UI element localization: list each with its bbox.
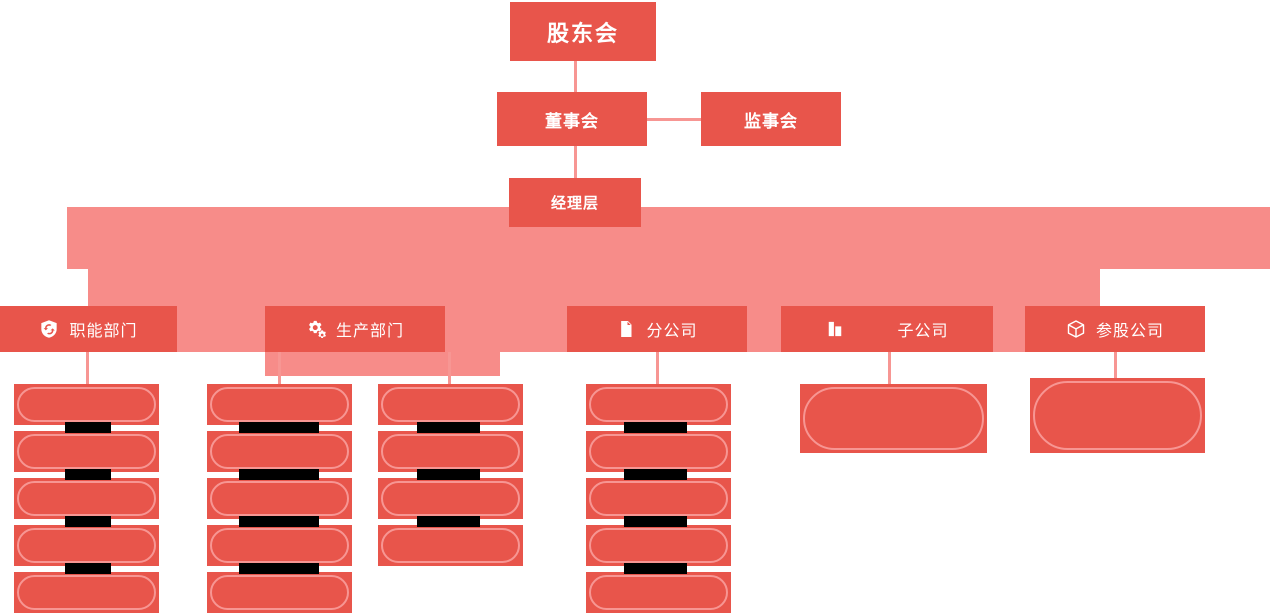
connector-dept-functional-down xyxy=(86,352,89,384)
pill-border xyxy=(210,387,349,422)
connector-dept-branch-down xyxy=(656,352,659,384)
connector-dept-unlabeled-down xyxy=(448,352,451,384)
leaf-pill[interactable] xyxy=(14,525,159,566)
redaction-bar xyxy=(239,422,319,433)
leaf-pill[interactable] xyxy=(1030,378,1205,453)
pill-border xyxy=(589,434,728,469)
dept-subsidiary-company[interactable]: 子公司 xyxy=(781,306,993,352)
dept-affiliated-company-label: 参股公司 xyxy=(1095,321,1164,340)
pill-border xyxy=(381,434,520,469)
pill-border xyxy=(17,481,156,516)
leaf-pill[interactable] xyxy=(207,478,352,519)
redaction-bar xyxy=(624,563,687,574)
redaction-bar xyxy=(624,469,687,480)
redaction-bar xyxy=(65,563,111,574)
leaf-pill[interactable] xyxy=(14,431,159,472)
pill-border xyxy=(381,481,520,516)
redaction-bar xyxy=(65,469,111,480)
pill-border xyxy=(17,387,156,422)
node-shareholders-meeting[interactable]: 股东会 xyxy=(510,2,656,61)
leaf-pill[interactable] xyxy=(378,384,523,425)
pill-border xyxy=(1033,381,1202,450)
leaf-pill[interactable] xyxy=(586,525,731,566)
connector-dept-production-down xyxy=(278,352,281,384)
pill-border xyxy=(589,481,728,516)
pill-border xyxy=(589,575,728,610)
redaction-bar xyxy=(65,516,111,527)
redaction-bar xyxy=(239,469,319,480)
leaf-pill[interactable] xyxy=(14,478,159,519)
node-board-of-supervisors-label: 监事会 xyxy=(744,111,798,132)
dept-branch-company-label: 分公司 xyxy=(646,321,698,340)
dept-functional-departments-label: 职能部门 xyxy=(69,321,138,340)
dept-branch-company[interactable]: 分公司 xyxy=(567,306,747,352)
cube-icon xyxy=(1066,319,1086,339)
pill-border xyxy=(17,434,156,469)
dept-production-departments-label: 生产部门 xyxy=(335,321,404,340)
redaction-bar xyxy=(239,563,319,574)
leaf-pill[interactable] xyxy=(207,572,352,613)
node-management-layer-label: 经理层 xyxy=(550,194,599,212)
leaf-pill[interactable] xyxy=(378,525,523,566)
highlight-band-tail xyxy=(265,352,500,376)
pill-border xyxy=(803,387,984,450)
dept-subsidiary-company-label: 子公司 xyxy=(897,321,949,340)
dept-affiliated-company[interactable]: 参股公司 xyxy=(1025,306,1205,352)
leaf-pill[interactable] xyxy=(14,572,159,613)
redaction-bar xyxy=(239,516,319,527)
node-board-of-directors[interactable]: 董事会 xyxy=(497,92,647,146)
pill-border xyxy=(210,434,349,469)
leaf-pill[interactable] xyxy=(586,431,731,472)
leaf-pill[interactable] xyxy=(586,572,731,613)
dept-production-departments[interactable]: 生产部门 xyxy=(265,306,445,352)
leaf-pill[interactable] xyxy=(207,384,352,425)
leaf-pill[interactable] xyxy=(207,525,352,566)
redaction-bar xyxy=(417,469,480,480)
pill-border xyxy=(381,528,520,563)
node-board-of-directors-label: 董事会 xyxy=(545,111,599,132)
redaction-bar xyxy=(417,516,480,527)
pill-border xyxy=(381,387,520,422)
node-management-layer[interactable]: 经理层 xyxy=(509,178,641,227)
redaction-bar xyxy=(65,422,111,433)
connector-shareholders-to-board xyxy=(574,61,577,96)
leaf-pill[interactable] xyxy=(378,431,523,472)
leaf-pill[interactable] xyxy=(378,478,523,519)
document-icon xyxy=(616,319,636,339)
connector-dept-subsidiary-down xyxy=(888,352,891,384)
building-icon xyxy=(825,319,845,339)
node-board-of-supervisors[interactable]: 监事会 xyxy=(701,92,841,146)
leaf-pill[interactable] xyxy=(586,384,731,425)
shield-icon xyxy=(39,319,59,339)
highlight-band-middle xyxy=(88,269,1100,306)
gears-icon xyxy=(306,319,326,339)
redaction-bar xyxy=(624,516,687,527)
dept-functional-departments[interactable]: 职能部门 xyxy=(0,306,177,352)
pill-border xyxy=(210,481,349,516)
pill-border xyxy=(17,528,156,563)
pill-border xyxy=(17,575,156,610)
connector-board-to-management xyxy=(574,144,577,178)
leaf-pill[interactable] xyxy=(586,478,731,519)
pill-border xyxy=(210,528,349,563)
node-shareholders-meeting-label: 股东会 xyxy=(546,21,619,47)
highlight-band-top xyxy=(67,207,1270,269)
redaction-bar xyxy=(417,422,480,433)
pill-border xyxy=(210,575,349,610)
redaction-bar xyxy=(624,422,687,433)
leaf-pill[interactable] xyxy=(800,384,987,453)
leaf-pill[interactable] xyxy=(207,431,352,472)
pill-border xyxy=(589,387,728,422)
leaf-pill[interactable] xyxy=(14,384,159,425)
pill-border xyxy=(589,528,728,563)
connector-board-to-supervisors xyxy=(647,118,701,121)
connector-dept-affiliate-down xyxy=(1114,352,1117,384)
